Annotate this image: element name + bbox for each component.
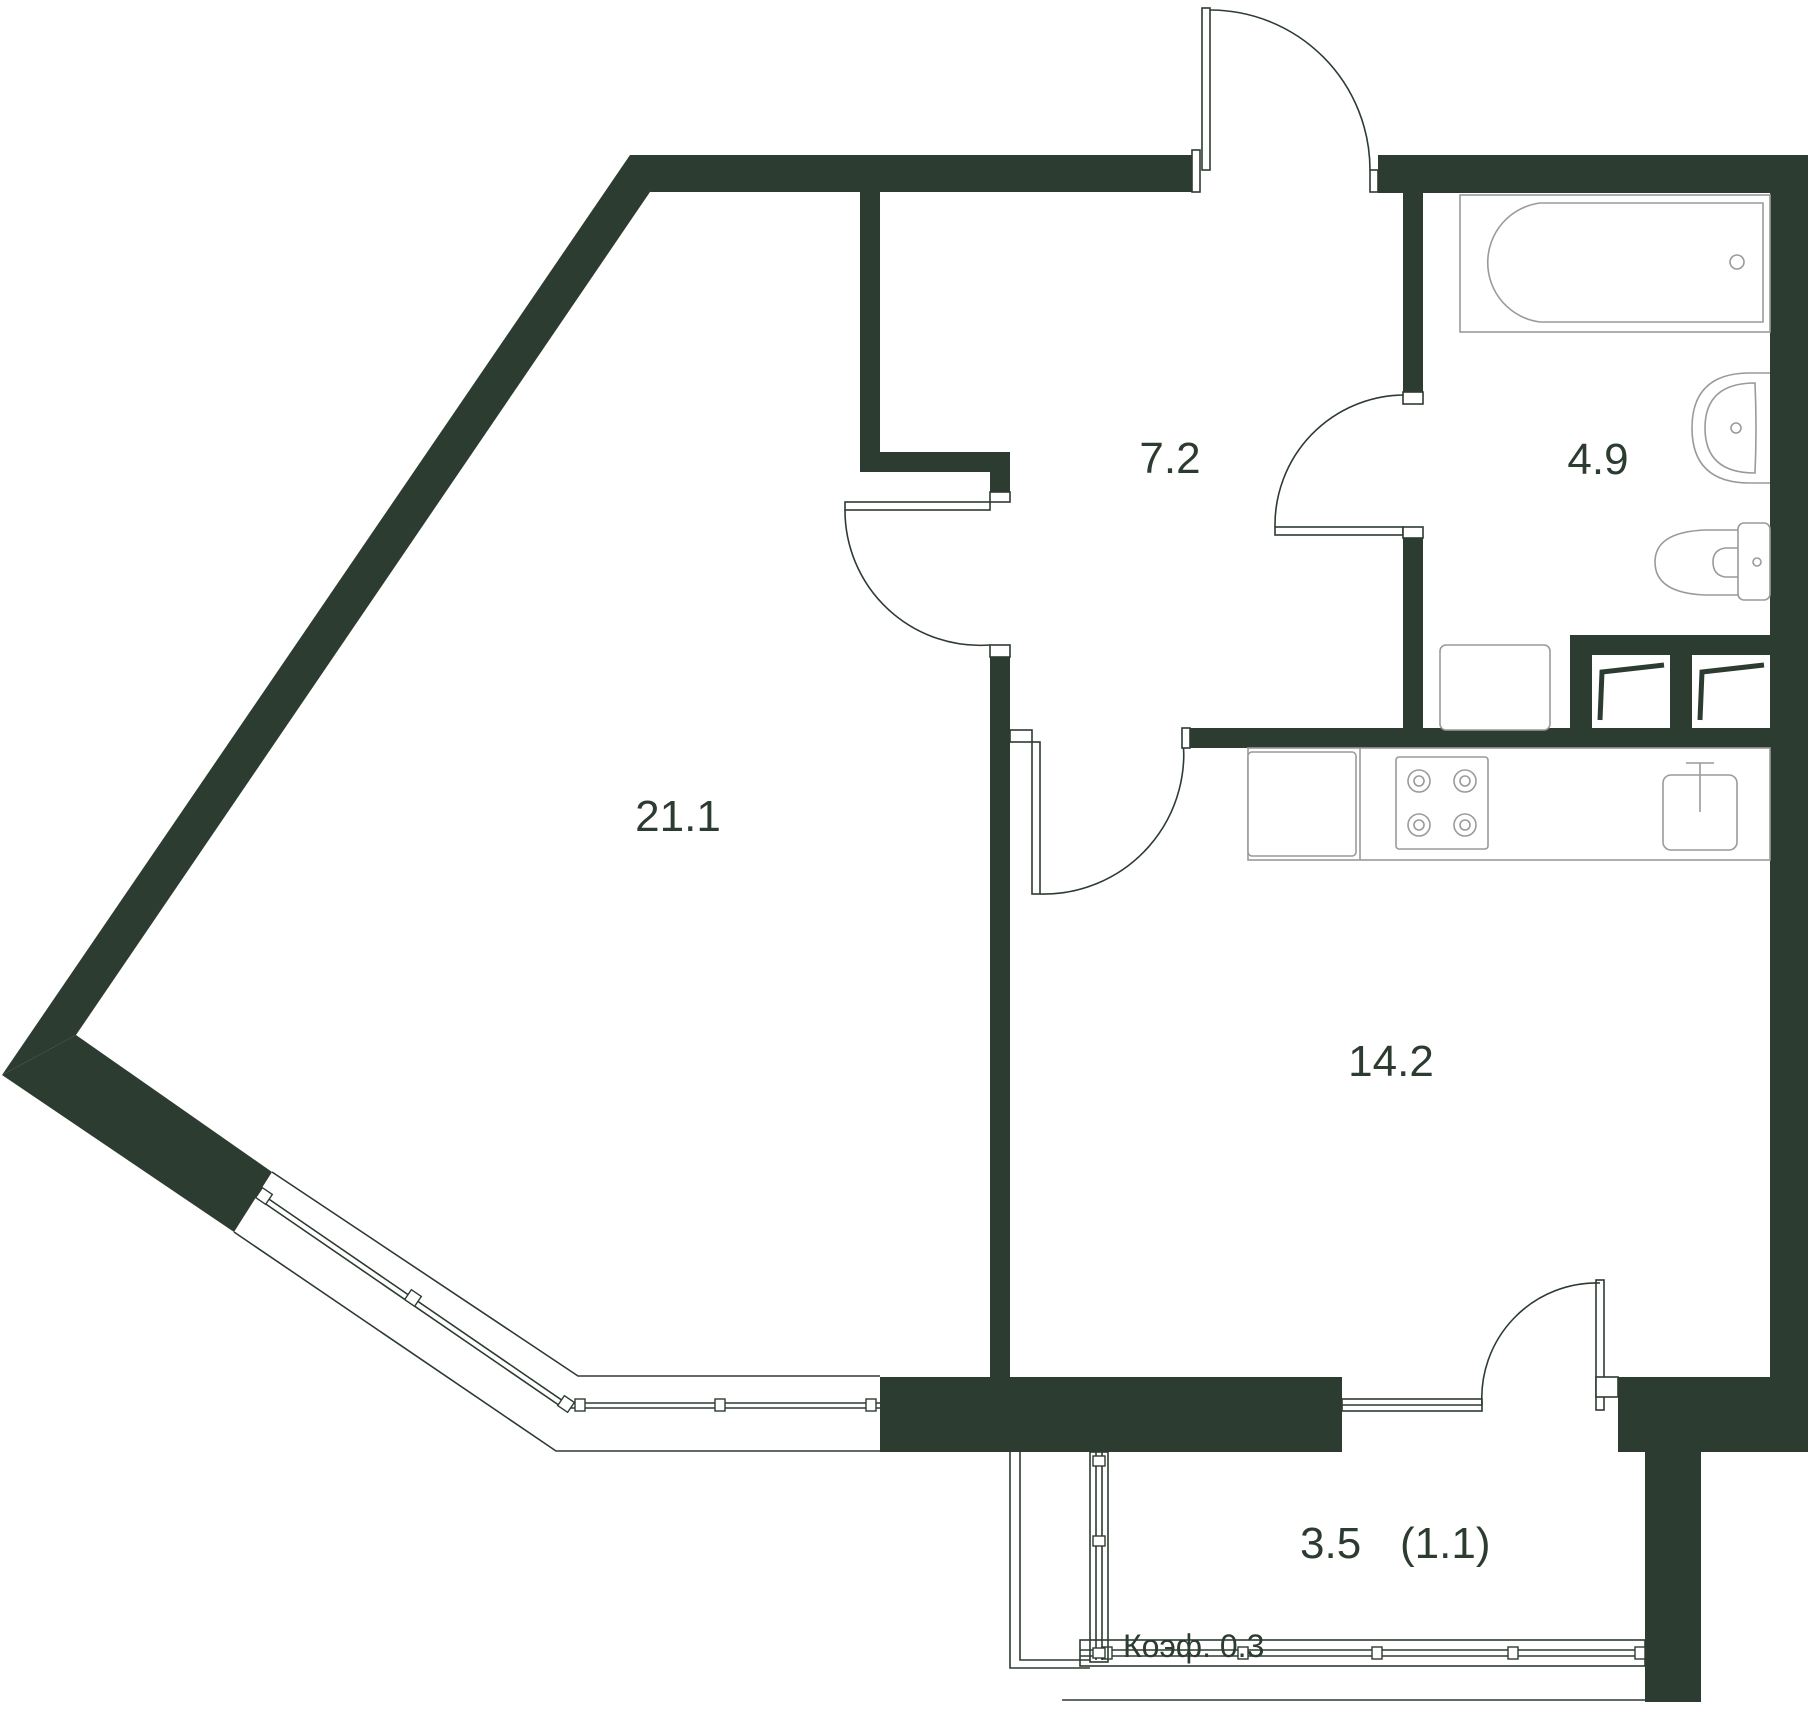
room-area-hall: 7.2 (1139, 434, 1200, 483)
washing-machine (1439, 644, 1551, 731)
door-bathroom (1274, 391, 1424, 539)
window-balcony-side-frame (1009, 1452, 1090, 1669)
window-mullions (1101, 1646, 1646, 1660)
wall-bath-left-lower (1403, 538, 1423, 748)
kitchen-counter (1247, 747, 1771, 861)
wall-bath-left-upper (1403, 192, 1423, 392)
vent-duct-mark (1597, 662, 1665, 721)
doors (844, 7, 1619, 1412)
fixtures (1247, 194, 1771, 861)
wall-living-kitchen-upper (990, 652, 1010, 730)
door-entrance (1191, 7, 1379, 193)
washbasin (1691, 372, 1770, 484)
wall-right-lower-block (1618, 1377, 1808, 1452)
vent-ducts (1592, 655, 1770, 728)
wall-living-kitchen (990, 730, 1010, 1377)
wall-diagonal (2, 155, 650, 1075)
wall-balcony-right (1645, 1452, 1701, 1702)
room-labels: 21.1 7.2 4.9 14.2 3.5 (1.1) Коэф. 0.3 (635, 434, 1628, 1664)
door-balcony (1341, 1279, 1619, 1412)
room-area-kitchen: 14.2 (1348, 1037, 1434, 1086)
window-balcony-left (1089, 1451, 1109, 1663)
bathtub (1459, 194, 1771, 333)
window-balcony-side-frame (1019, 1452, 1090, 1661)
toilet (1654, 522, 1771, 601)
balcony-coefficient: Коэф. 0.3 (1123, 1628, 1264, 1664)
door-kitchen (1009, 727, 1191, 895)
windows (233, 1171, 1701, 1701)
wall-kitchen-top (1190, 728, 1770, 748)
room-area-living: 21.1 (635, 792, 721, 841)
walls (2, 155, 1808, 1702)
wall-top-left (630, 155, 1192, 192)
wall-closet-horizontal (860, 452, 1010, 472)
room-area-balcony: 3.5 (1300, 1519, 1361, 1568)
window-living-outer (271, 1171, 880, 1377)
wall-top-right (1378, 155, 1808, 193)
kitchen-sink (1662, 762, 1738, 851)
window-living-frame (233, 1231, 880, 1452)
window-mullions (254, 1186, 877, 1414)
cooktop (1395, 756, 1489, 850)
wall-closet-vertical (860, 192, 880, 472)
wall-bottom (880, 1377, 1342, 1452)
wall-lower-left-stub (2, 1035, 272, 1232)
wall-right (1770, 155, 1808, 1452)
room-area-bathroom: 4.9 (1567, 435, 1628, 484)
window-mullions (1092, 1455, 1106, 1659)
door-living (844, 491, 1011, 658)
wall-closet-jamb (990, 452, 1010, 492)
room-area-balcony-reduced: (1.1) (1400, 1519, 1490, 1568)
vent-duct-mark (1697, 662, 1765, 721)
